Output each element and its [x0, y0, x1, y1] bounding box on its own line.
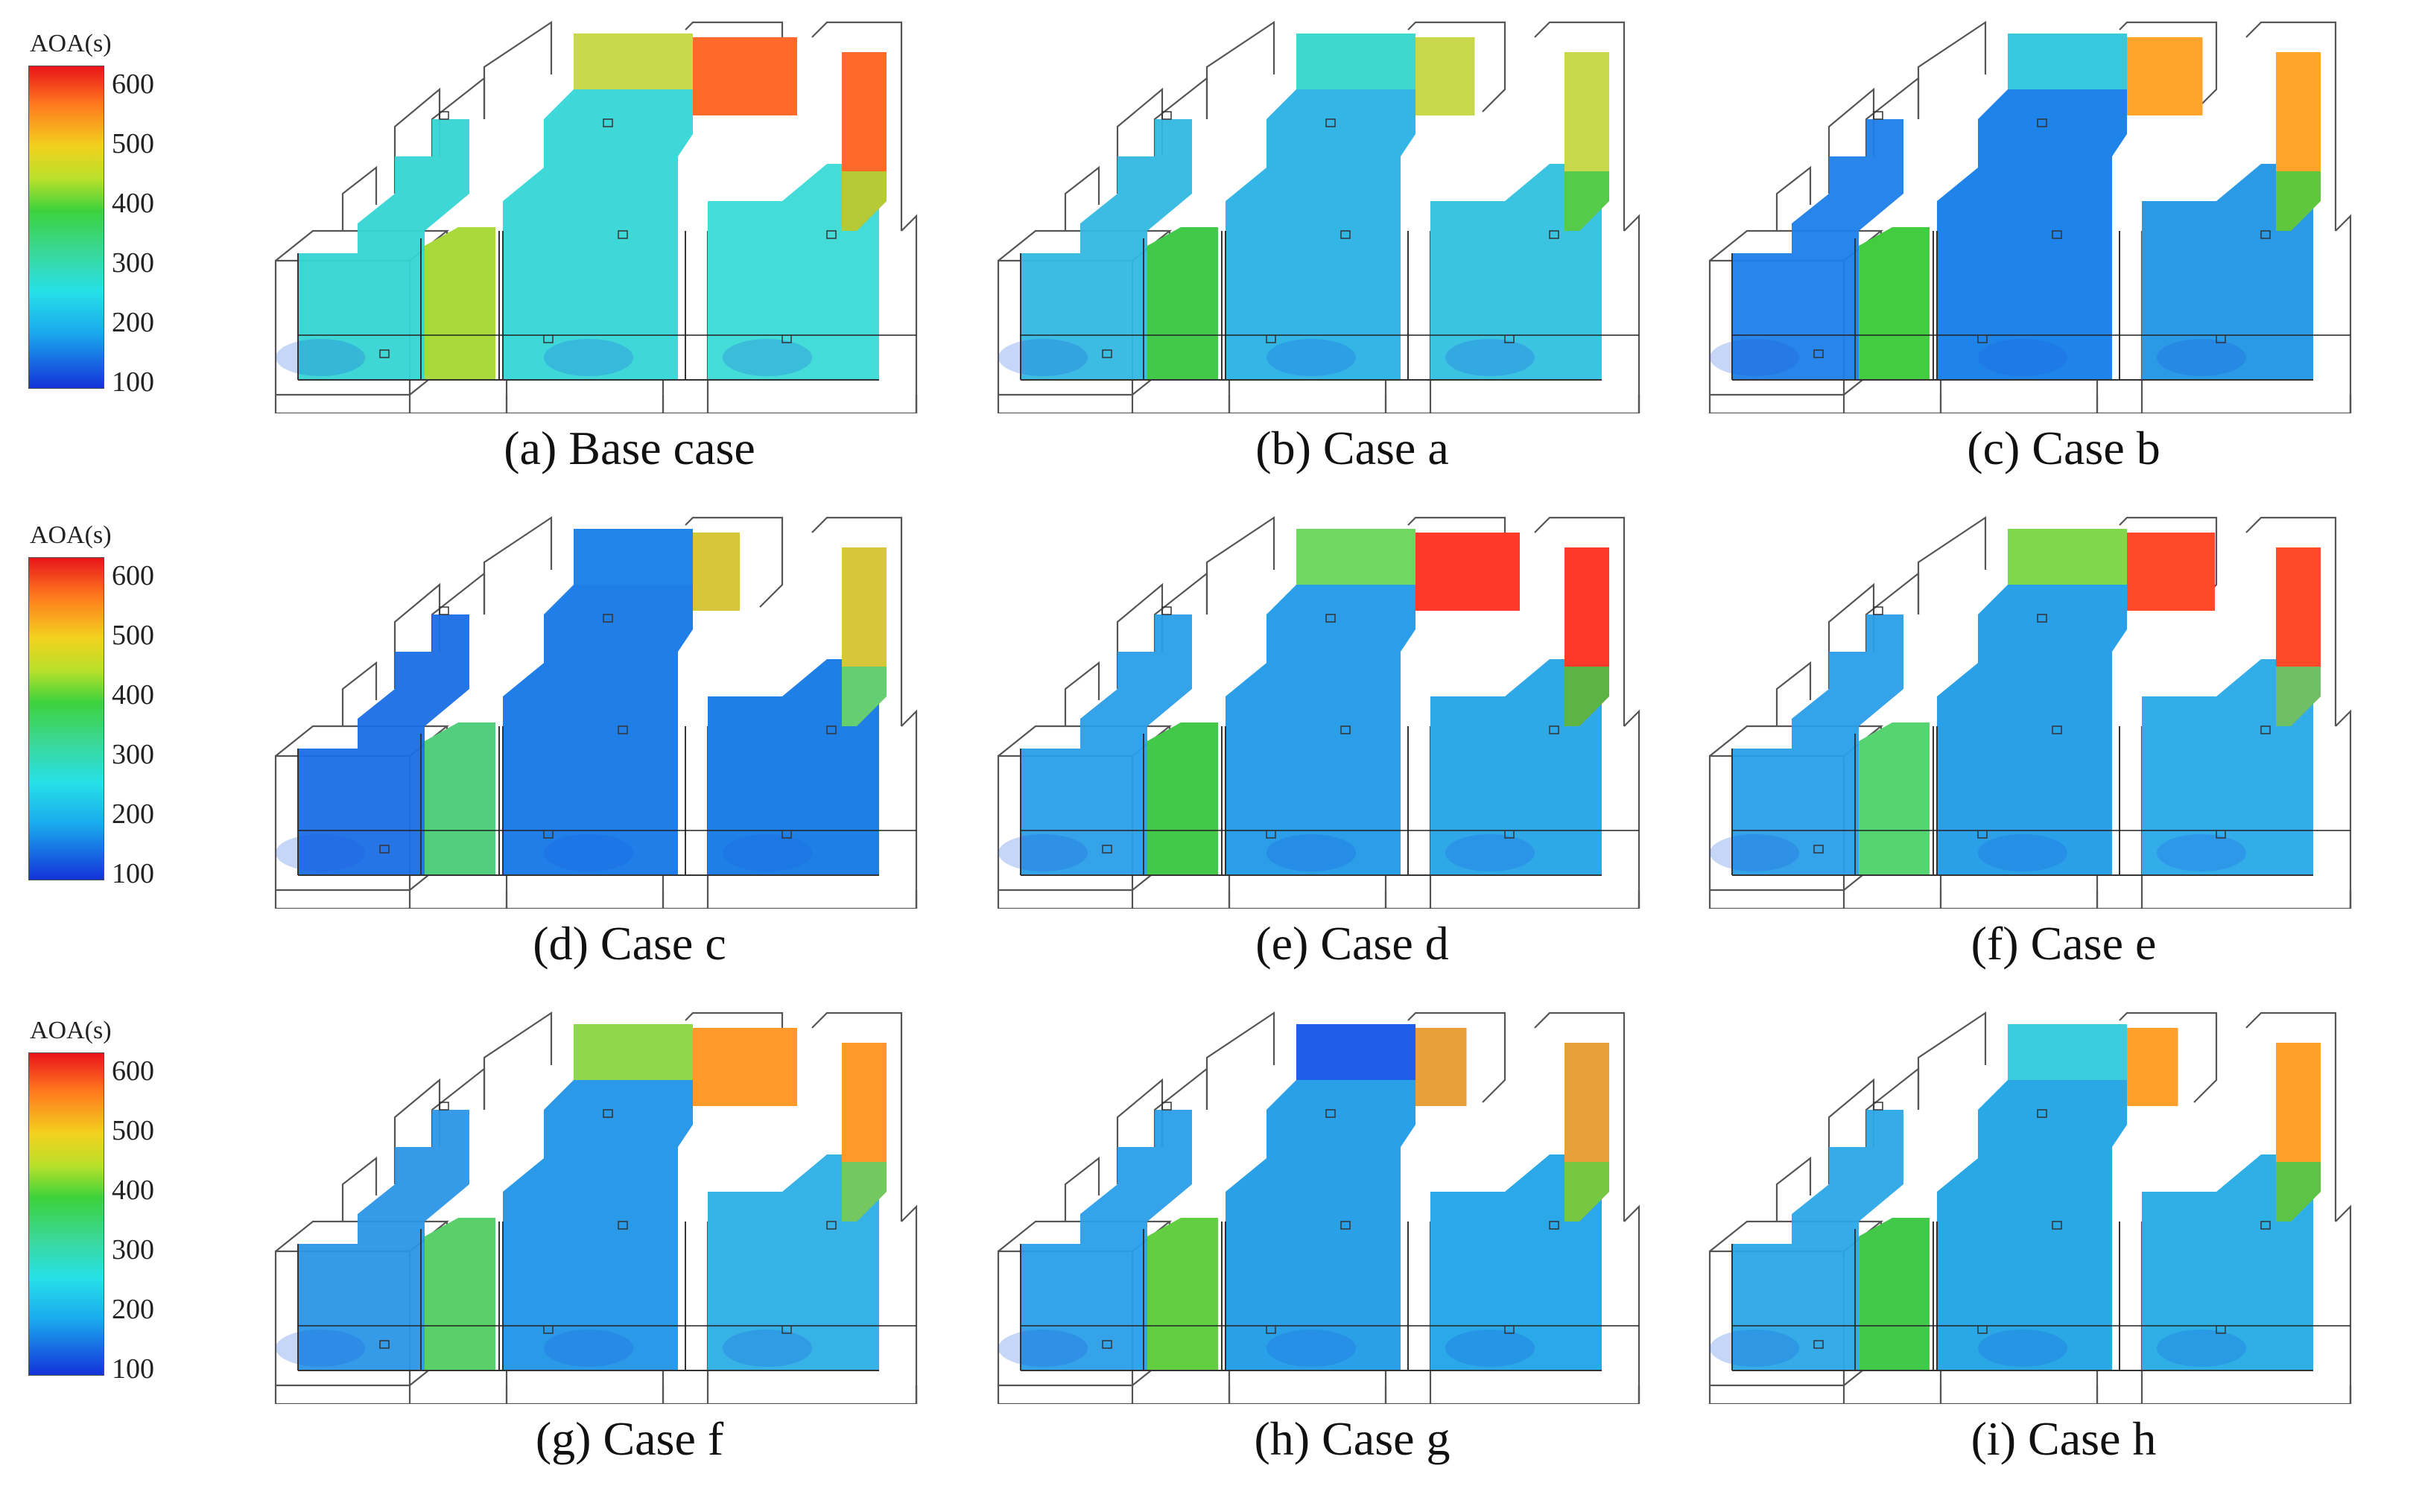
aoa-contour-field: [276, 34, 887, 380]
contour-panel-4: [246, 503, 1043, 909]
contour-panel-3: [1680, 7, 2419, 413]
legend-title: AOA(s): [30, 30, 112, 57]
floor-plan-contour: [1708, 1011, 2352, 1404]
contour-panel-5: [968, 503, 1766, 909]
panel-caption: (d) Case c: [533, 917, 726, 970]
floor-outline: [297, 1102, 916, 1371]
floor-plan-contour: [274, 20, 918, 413]
floor-plan-contour: [1708, 20, 2352, 413]
legend-tick-300: 300: [112, 1234, 154, 1265]
legend-tick-600: 600: [112, 560, 154, 591]
colorbar-legend-row-1: AOA(s) 600 500 400 300 200 100: [0, 30, 154, 402]
legend-tick-600: 600: [112, 1055, 154, 1087]
panel-caption: (e) Case d: [1255, 917, 1449, 970]
floor-plan-contour: [997, 1011, 1640, 1404]
legend-tick-100: 100: [112, 858, 154, 889]
contour-panel-8: [968, 998, 1766, 1404]
contour-panel-6: [1680, 503, 2419, 909]
aoa-contour-field: [1710, 529, 2321, 875]
legend-tick-100: 100: [112, 1353, 154, 1385]
legend-tick-400: 400: [112, 679, 154, 711]
legend-tick-600: 600: [112, 69, 154, 100]
colorbar-legend-row-3: AOA(s) 600 500 400 300 200 100: [0, 1017, 154, 1389]
panel-caption: (a) Base case: [504, 422, 755, 474]
legend-tick-300: 300: [112, 739, 154, 770]
contour-panel-7: [246, 998, 1043, 1404]
legend-tick-200: 200: [112, 307, 154, 338]
aoa-contour-field: [276, 1024, 887, 1370]
legend-tick-400: 400: [112, 188, 154, 219]
aoa-contour-field: [998, 34, 1609, 380]
aoa-contour-field: [998, 1024, 1609, 1370]
colorbar-gradient: [28, 1052, 104, 1376]
legend-tick-500: 500: [112, 128, 154, 159]
floor-plan-contour: [1708, 515, 2352, 909]
aoa-contour-field: [1710, 1024, 2321, 1370]
floor-outline: [1731, 606, 2350, 876]
floor-plan-contour: [997, 515, 1640, 909]
floor-outline: [1020, 1102, 1639, 1371]
floor-plan-contour: [274, 515, 918, 909]
legend-tick-100: 100: [112, 366, 154, 398]
legend-tick-400: 400: [112, 1175, 154, 1206]
contour-panel-2: [968, 7, 1766, 413]
floor-outline: [1020, 111, 1639, 381]
floor-outline: [297, 606, 916, 876]
floor-outline: [1731, 1102, 2350, 1371]
legend-tick-200: 200: [112, 1294, 154, 1325]
floor-outline: [1731, 111, 2350, 381]
legend-tick-500: 500: [112, 1115, 154, 1146]
colorbar-gradient: [28, 66, 104, 389]
aoa-contour-field: [276, 529, 887, 875]
legend-tick-500: 500: [112, 620, 154, 651]
legend-tick-300: 300: [112, 247, 154, 279]
colorbar-legend-row-2: AOA(s) 600 500 400 300 200 100: [0, 521, 154, 894]
aoa-contour-field: [1710, 34, 2321, 380]
floor-outline: [1020, 606, 1639, 876]
panel-caption: (h) Case g: [1254, 1412, 1451, 1465]
panel-caption: (b) Case a: [1255, 422, 1449, 474]
floor-outline: [297, 111, 916, 381]
contour-panel-1: [246, 7, 1043, 413]
colorbar-gradient: [28, 557, 104, 880]
floor-plan-contour: [997, 20, 1640, 413]
legend-title: AOA(s): [30, 521, 112, 549]
legend-title: AOA(s): [30, 1017, 112, 1044]
legend-tick-200: 200: [112, 798, 154, 830]
panel-caption: (f) Case e: [1971, 917, 2157, 970]
panel-caption: (g) Case f: [535, 1412, 724, 1465]
contour-panel-9: [1680, 998, 2419, 1404]
panel-caption: (c) Case b: [1967, 422, 2160, 474]
aoa-contour-field: [998, 529, 1609, 875]
panel-caption: (i) Case h: [1971, 1412, 2157, 1465]
floor-plan-contour: [274, 1011, 918, 1404]
